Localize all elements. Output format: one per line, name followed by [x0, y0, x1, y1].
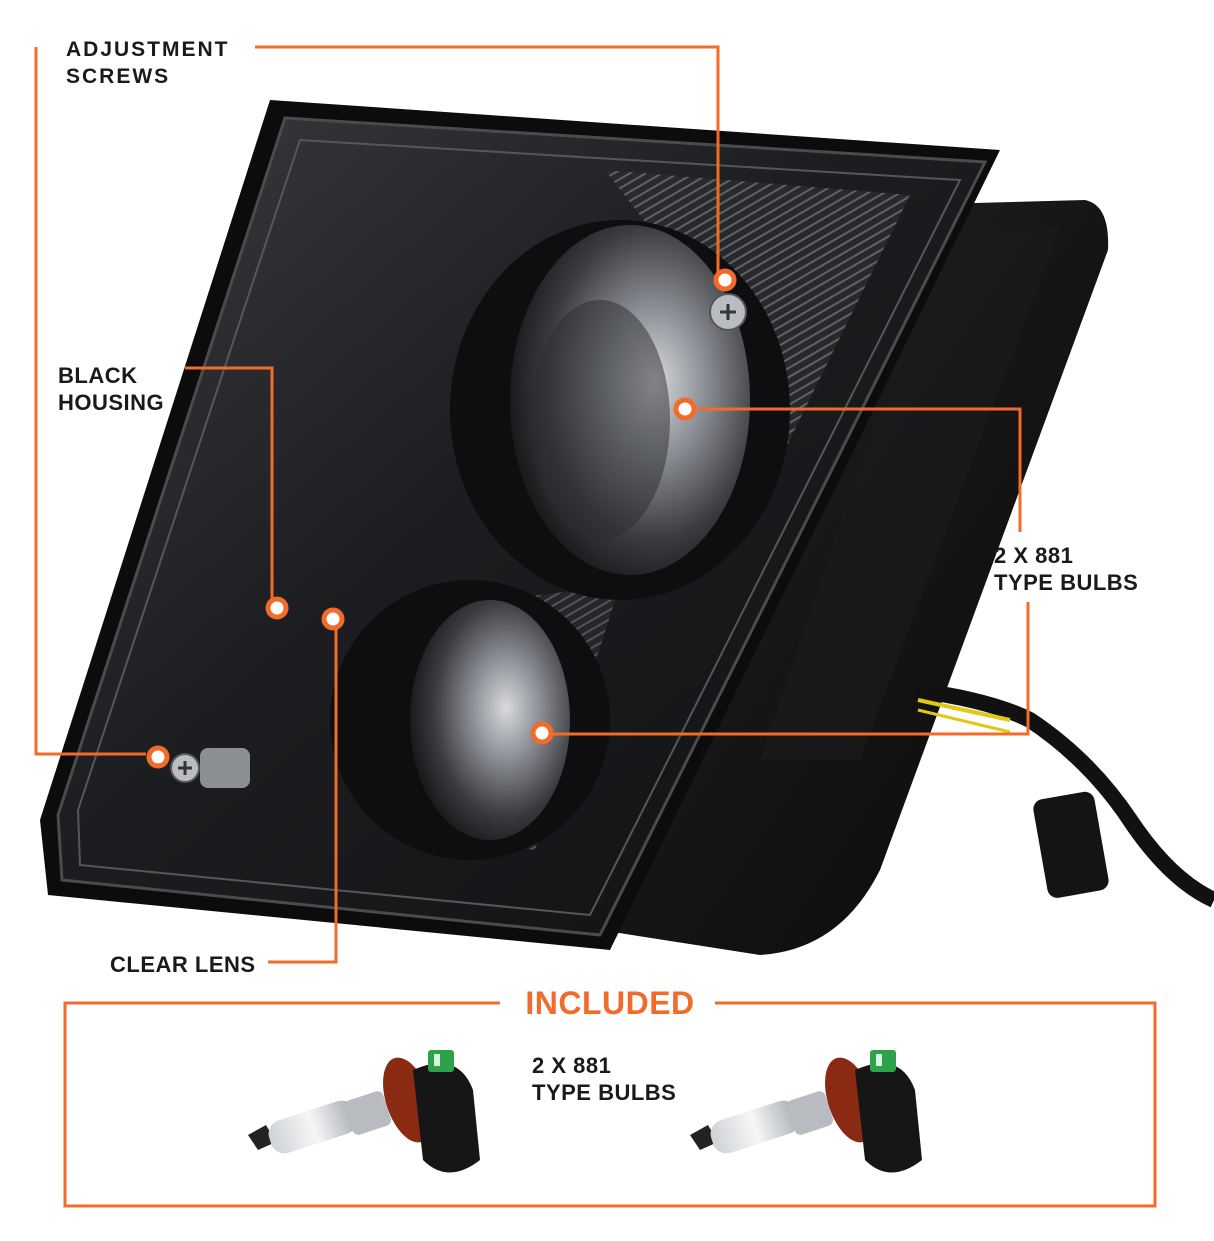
bulb-marker-bottom: [530, 721, 554, 745]
black-housing-label: BLACK HOUSING: [58, 363, 165, 415]
screw-marker-bottom: [146, 745, 170, 769]
callout-lines: [34, 45, 1030, 964]
included-title: INCLUDED: [525, 985, 695, 1021]
bulb-icon: [690, 1050, 922, 1173]
headlight-assembly-image: [40, 100, 1214, 955]
included-bulbs-label: 2 X 881 TYPE BULBS: [532, 1053, 677, 1105]
adjustment-screws-label: ADJUSTMENT SCREWS: [66, 38, 230, 88]
screw-marker-top: [713, 268, 737, 292]
clear-lens-label: CLEAR LENS: [110, 952, 256, 977]
bulb-marker-top: [673, 397, 697, 421]
bulbs-callout-label: 2 X 881 TYPE BULBS: [994, 543, 1139, 595]
housing-marker: [265, 596, 289, 620]
lens-marker: [321, 607, 345, 631]
bulb-icon: [248, 1050, 480, 1173]
included-box: [63, 1001, 1157, 1208]
